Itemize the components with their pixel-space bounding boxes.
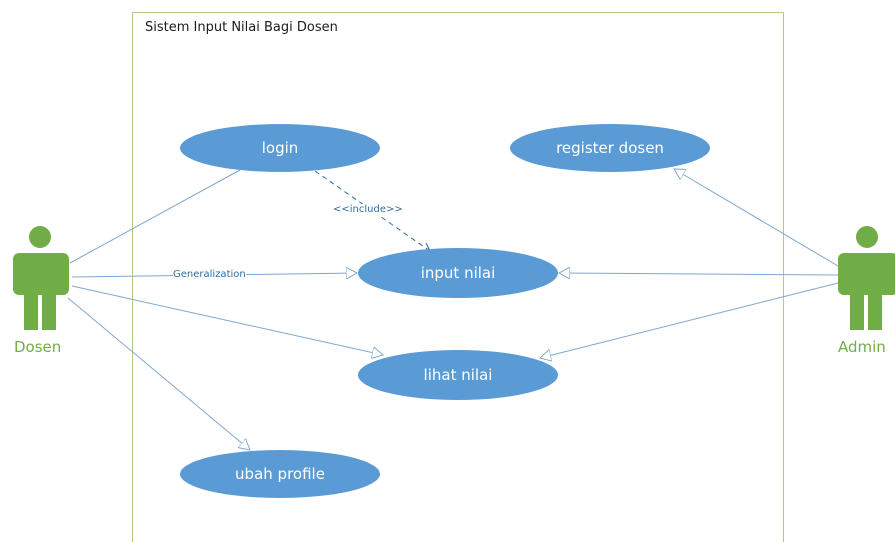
diagram-connectors (13, 0, 895, 530)
usecase-input-nilai: input nilai (358, 248, 558, 298)
usecase-register-dosen-label: register dosen (556, 139, 664, 157)
usecase-login-label: login (261, 139, 299, 157)
usecase-ubah-profile-label: ubah profile (235, 465, 325, 483)
dosen-lihat-nilai-association (71, 285, 383, 355)
include-label: <<include>> (333, 204, 403, 215)
actor-dosen-label: Dosen (14, 338, 62, 356)
usecase-lihat-nilai: lihat nilai (358, 350, 558, 400)
system-title: Sistem Input Nilai Bagi Dosen (145, 20, 338, 35)
usecase-lihat-nilai-label: lihat nilai (423, 366, 493, 384)
admin-input-nilai-association (559, 273, 839, 275)
use-case-diagram: Sistem Input Nilai Bagi Dosen (13, 0, 895, 542)
usecase-input-nilai-label: input nilai (420, 264, 496, 282)
usecase-login: login (180, 124, 380, 172)
dosen-ubah-profile-association (67, 297, 250, 450)
usecase-register-dosen: register dosen (510, 124, 710, 172)
admin-lihat-nilai-association (540, 282, 839, 358)
admin-register-dosen-association (674, 169, 839, 267)
actor-admin-label: Admin (838, 338, 886, 356)
usecase-ubah-profile: ubah profile (180, 450, 380, 498)
admin-actor-icon (838, 226, 895, 330)
dosen-login-association (69, 169, 241, 264)
system-boundary (132, 12, 784, 542)
dosen-actor-icon (13, 226, 69, 330)
generalization-label: Generalization (173, 269, 246, 280)
